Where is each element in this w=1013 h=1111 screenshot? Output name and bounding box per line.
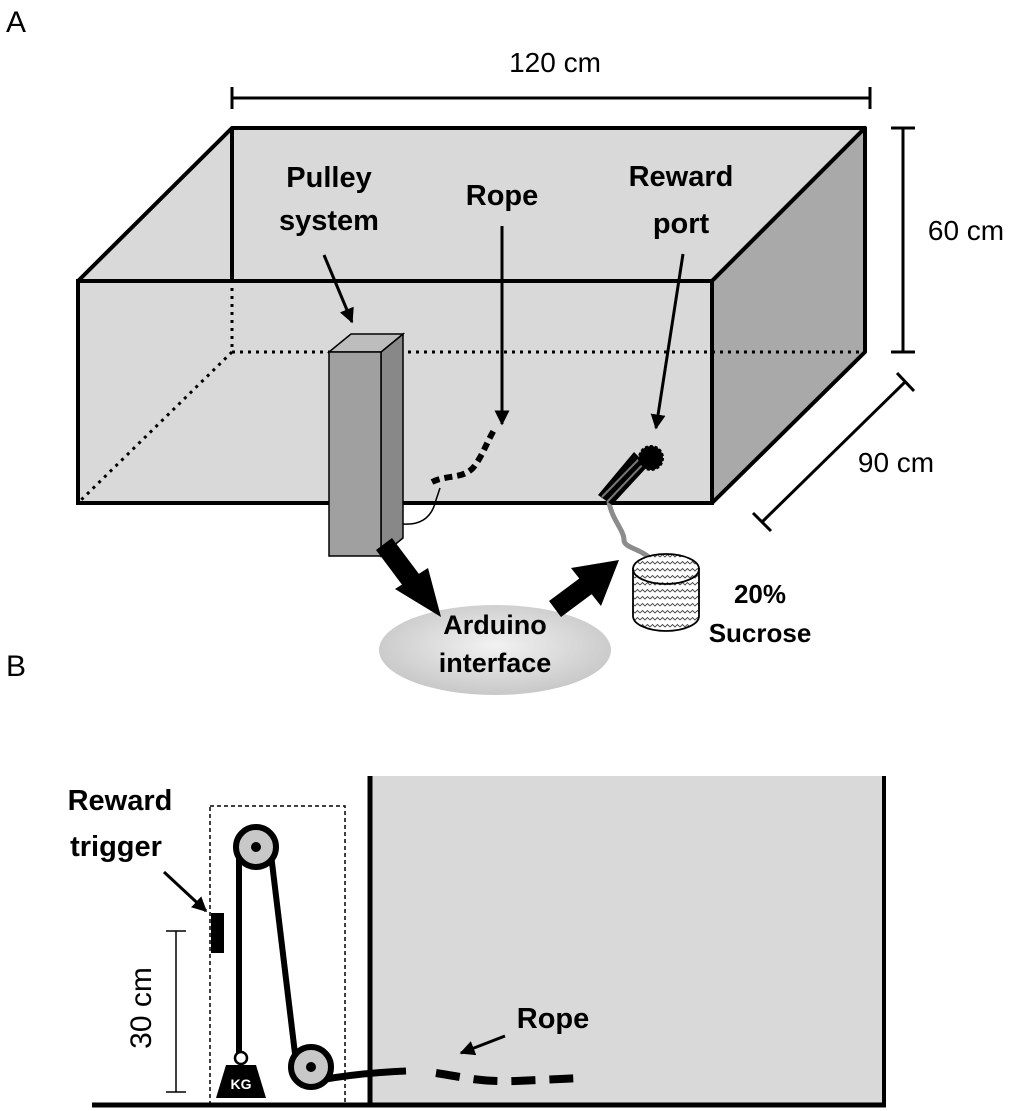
rope-a (430, 428, 497, 485)
kg-weight (216, 1050, 266, 1098)
arduino-interface (379, 605, 611, 695)
sucrose-label-line2: Sucrose (709, 618, 812, 648)
sucrose-label-line1: 20% (734, 579, 786, 609)
width-dimension (230, 87, 872, 109)
height-label: 60 cm (928, 215, 1004, 246)
pulley-label-line2: system (279, 205, 379, 237)
rope-b (435, 1069, 583, 1086)
top-pulley-wheel (233, 824, 279, 870)
pulley-label-line1: Pulley (286, 162, 371, 194)
arrow-arduino-to-port (549, 560, 619, 618)
height-dimension-b (166, 930, 186, 1093)
depth-dimension (751, 371, 916, 533)
arrow-pulley-label (322, 254, 354, 324)
arrow-pulley-to-arduino (376, 538, 441, 617)
reward-trigger (211, 913, 224, 953)
reward-label-line2: port (653, 208, 710, 240)
arena-box (76, 126, 867, 505)
pulley-system-block (326, 332, 441, 558)
weight-label: KG (231, 1076, 252, 1092)
bottom-pulley-wheel (288, 1044, 334, 1090)
panel-a-letter: A (6, 6, 26, 39)
trigger-label-line2: trigger (70, 831, 162, 863)
trigger-label-line1: Reward (68, 785, 173, 817)
arrow-trigger-label (162, 870, 208, 913)
arrow-rope-label-b (459, 1034, 506, 1056)
reward-label-line1: Reward (629, 161, 734, 193)
depth-label: 90 cm (858, 447, 934, 478)
width-label: 120 cm (509, 47, 601, 78)
pulley-enclosure (209, 805, 346, 1105)
sucrose-container (632, 553, 700, 632)
arduino-label-line1: Arduino (443, 610, 546, 640)
reward-port (598, 445, 664, 562)
rope-label-b: Rope (517, 1003, 590, 1035)
arena-side-view (367, 776, 886, 1106)
arduino-label-line2: interface (439, 648, 552, 678)
panel-b-letter: B (6, 650, 26, 683)
rope-label-a: Rope (466, 180, 539, 212)
height-label-b: 30 cm (125, 967, 158, 1049)
height-dimension (891, 126, 915, 354)
arrow-reward-label (650, 253, 685, 430)
